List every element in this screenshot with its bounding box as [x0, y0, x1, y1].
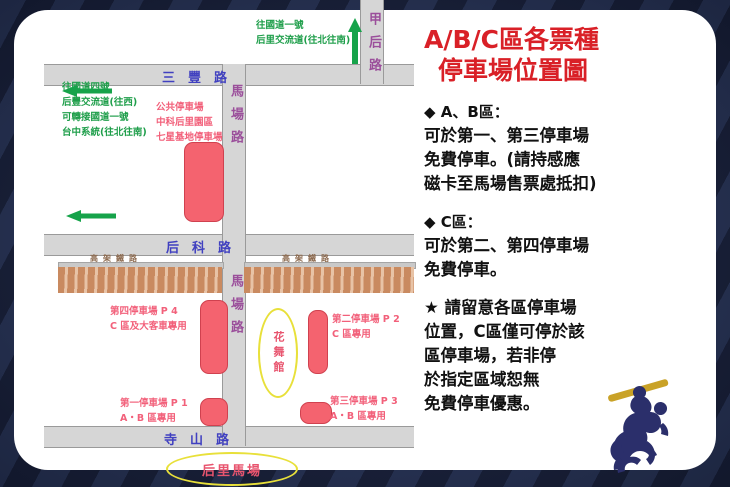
- note-west-line2: 后豐交流道(往西): [62, 97, 138, 108]
- info-block-c: ◆ C區： 可於第二、第四停車場 免費停車。: [424, 210, 712, 282]
- lot-p3-title: 第三停車場 P 3: [330, 396, 398, 407]
- info-block-c-heading: ◆ C區：: [424, 210, 712, 234]
- info-panel: A/B/C區各票種 停車場位置圖 ◆ A、B區： 可於第一、第三停車場 免費停車…: [424, 24, 712, 473]
- arrow-west-upper-icon: [62, 85, 112, 97]
- star-marker-icon: ★: [424, 298, 439, 317]
- info-block-ab-title: A、B區：: [440, 103, 509, 121]
- info-block-c-title: C區：: [440, 213, 482, 231]
- horse-rider-logo-icon: [608, 379, 669, 473]
- note-west-block: 往國道四號 后豐交流道(往西) 可轉接國道一號 台中系統(往北往南): [62, 80, 147, 140]
- railway-label-right: 高架鐵路: [282, 254, 334, 263]
- diamond-marker-icon: ◆: [424, 213, 436, 231]
- note-west-line3: 可轉接國道一號: [62, 112, 129, 123]
- plot-p1: [200, 398, 228, 426]
- info-block-notice-heading: ★ 請留意各區停車場: [424, 296, 712, 320]
- plot-p2: [308, 310, 328, 374]
- info-c-line2: 免費停車。: [424, 260, 507, 279]
- road-label-machang-lower: 馬場路: [228, 274, 243, 343]
- info-notice-line4: 免費停車優惠。: [424, 394, 540, 413]
- plot-qixing: [184, 142, 224, 222]
- lot-p1-title: 第一停車場 P 1: [120, 398, 188, 409]
- lot-p1-sub: A・B 區專用: [120, 413, 176, 424]
- lot-p4-sub: C 區及大客車專用: [110, 321, 187, 332]
- note-public-line3: 七星基地停車場: [156, 132, 223, 143]
- info-block-notice-title: 請留意各區停車場: [444, 298, 577, 317]
- venue-oval-huawu: 花舞館: [258, 308, 298, 398]
- racecourse-oval: 后里馬場: [166, 452, 298, 486]
- note-west-line1: 往國道四號: [62, 82, 110, 93]
- venue-label: 花舞館: [272, 330, 285, 376]
- racecourse-label: 后里馬場: [201, 463, 262, 479]
- road-label-sanfeng: 三 豐 路: [162, 71, 228, 86]
- plot-p4: [200, 300, 228, 374]
- railway-right: [244, 267, 414, 293]
- lot-p4-title: 第四停車場 P 4: [110, 306, 178, 317]
- parking-map: 三 豐 路 后 科 路 寺 山 路 馬場路 馬場路 甲后路 往國道一號 后里交流…: [44, 0, 416, 486]
- note-west-line4: 台中系統(往北往南): [62, 127, 147, 138]
- plot-p3: [300, 402, 332, 424]
- lot-label-p3: 第三停車場 P 3 A・B 區專用: [330, 394, 398, 424]
- panel-body: ◆ A、B區： 可於第一、第三停車場 免費停車。(請持感應 磁卡至馬場售票處抵扣…: [424, 100, 712, 416]
- info-block-ab: ◆ A、B區： 可於第一、第三停車場 免費停車。(請持感應 磁卡至馬場售票處抵扣…: [424, 100, 712, 196]
- lot-label-p1: 第一停車場 P 1 A・B 區專用: [120, 396, 188, 426]
- info-notice-line3: 於指定區域恕無: [424, 370, 540, 389]
- note-public-line1: 公共停車場: [156, 102, 204, 113]
- panel-title-line2: 停車場位置圖: [438, 56, 589, 85]
- road-machang: [222, 64, 246, 446]
- railway-label-left: 高架鐵路: [90, 254, 142, 263]
- note-public-parking: 公共停車場 中科后里園區 七星基地停車場: [156, 100, 223, 145]
- road-label-houke: 后 科 路: [166, 241, 232, 256]
- arrow-west-lower-icon: [66, 210, 116, 222]
- note-north-line2: 后里交流道(往北往南): [256, 35, 351, 46]
- panel-title-line1: A/B/C區各票種: [424, 25, 600, 54]
- lot-label-p2: 第二停車場 P 2 C 區專用: [332, 312, 400, 342]
- lot-p2-sub: C 區專用: [332, 329, 371, 340]
- road-label-machang-upper: 馬場路: [228, 84, 243, 153]
- road-jiahou: [360, 0, 384, 84]
- panel-title: A/B/C區各票種 停車場位置圖: [424, 24, 712, 86]
- road-label-sishan: 寺 山 路: [164, 433, 230, 448]
- info-ab-line3: 磁卡至馬場售票處抵扣): [424, 174, 597, 193]
- info-ab-line1: 可於第一、第三停車場: [424, 126, 589, 145]
- info-ab-line2: 免費停車。(請持感應: [424, 150, 581, 169]
- info-c-line1: 可於第二、第四停車場: [424, 236, 589, 255]
- railway-left: [58, 267, 222, 293]
- note-public-line2: 中科后里園區: [156, 117, 214, 128]
- info-block-notice: ★ 請留意各區停車場 位置，C區僅可停於該 區停車場，若非停 於指定區域恕無 免…: [424, 296, 712, 416]
- note-north-line1: 往國道一號: [256, 20, 304, 31]
- info-notice-line1: 位置，C區僅可停於該: [424, 322, 585, 341]
- road-label-jiahou: 甲后路: [366, 12, 381, 81]
- info-notice-line2: 區停車場，若非停: [424, 346, 556, 365]
- lot-label-p4: 第四停車場 P 4 C 區及大客車專用: [110, 304, 187, 334]
- info-block-ab-heading: ◆ A、B區：: [424, 100, 712, 124]
- diamond-marker-icon: ◆: [424, 103, 436, 121]
- lot-p3-sub: A・B 區專用: [330, 411, 386, 422]
- arrow-north-icon: [348, 18, 362, 64]
- lot-p2-title: 第二停車場 P 2: [332, 314, 400, 325]
